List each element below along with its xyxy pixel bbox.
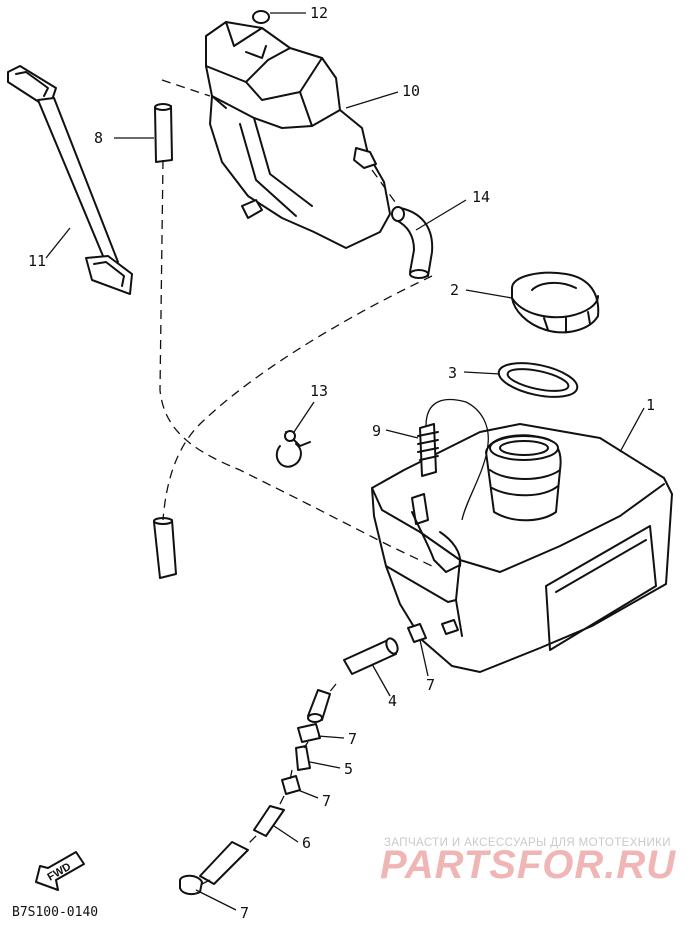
callout-12: 12 — [310, 4, 328, 22]
callout-4: 4 — [388, 692, 397, 710]
callout-3: 3 — [448, 364, 457, 382]
callout-7b: 7 — [348, 730, 357, 748]
reservoir-part-10 — [205, 21, 391, 249]
callout-2: 2 — [450, 281, 459, 299]
callout-13: 13 — [310, 382, 328, 400]
cap-part-12 — [252, 10, 270, 24]
hose-routing-lines — [159, 79, 433, 567]
callout-7c: 7 — [322, 792, 331, 810]
gasket-part-3 — [497, 362, 579, 398]
callout-1: 1 — [646, 396, 655, 414]
leader-lines — [45, 12, 645, 911]
tank-cap-part-2 — [511, 271, 600, 334]
strap-part-11 — [7, 65, 133, 295]
callout-10: 10 — [402, 82, 420, 100]
callout-9: 9 — [372, 422, 381, 440]
callout-8: 8 — [94, 129, 103, 147]
callout-7d: 7 — [240, 904, 249, 922]
callout-7a: 7 — [426, 676, 435, 694]
callout-5: 5 — [344, 760, 353, 778]
hose-part-8-lower — [153, 517, 177, 579]
callout-11: 11 — [28, 252, 46, 270]
clip-part-13 — [275, 430, 311, 468]
watermark-logo: PARTSFOR.RU — [380, 843, 676, 887]
hose-part-8 — [154, 103, 173, 163]
hose-part-14 — [391, 206, 434, 279]
callout-14: 14 — [472, 188, 490, 206]
callout-6: 6 — [302, 834, 311, 852]
fuel-tank-part-1 — [371, 423, 673, 673]
forward-arrow-icon: FWD — [35, 851, 85, 891]
drawing-code: B7S100-0140 — [12, 905, 98, 920]
vent-hose-part-9 — [417, 398, 489, 521]
svg-text:FWD: FWD — [46, 861, 74, 884]
watermark-caption: ЗАПЧАСТИ И АКСЕССУАРЫ ДЛЯ МОТОТЕХНИКИ — [384, 837, 671, 849]
fuel-line-assembly — [179, 623, 427, 896]
